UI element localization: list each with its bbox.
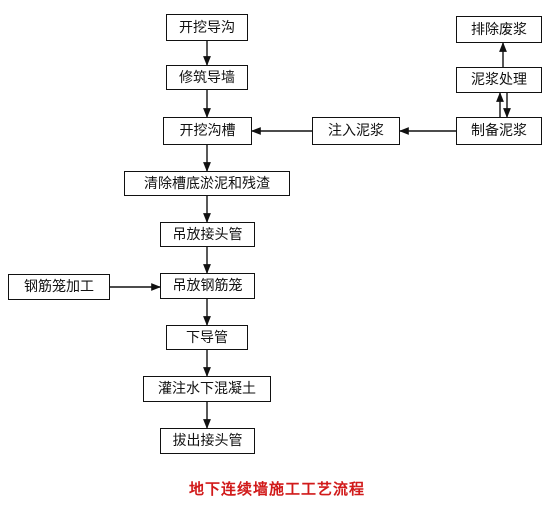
step-discharge-waste-slurry: 排除废浆	[456, 16, 542, 43]
step-excavate-guide-trench: 开挖导沟	[166, 14, 248, 41]
step-inject-slurry: 注入泥浆	[312, 117, 400, 145]
step-lower-rebar-cage: 吊放钢筋笼	[160, 273, 255, 299]
step-lower-joint-pipe: 吊放接头管	[160, 222, 255, 247]
step-rebar-cage-fabrication: 钢筋笼加工	[8, 274, 110, 300]
step-clean-trench-bottom: 清除槽底淤泥和残渣	[124, 171, 290, 196]
step-build-guide-wall: 修筑导墙	[166, 65, 248, 90]
figure-caption: 地下连续墙施工工艺流程	[188, 480, 365, 498]
step-slurry-treatment: 泥浆处理	[456, 67, 542, 93]
step-excavate-trench: 开挖沟槽	[163, 117, 252, 145]
step-prepare-slurry: 制备泥浆	[456, 117, 542, 145]
step-extract-joint-pipe: 拔出接头管	[160, 428, 255, 454]
step-pour-underwater-concrete: 灌注水下混凝土	[143, 376, 271, 402]
step-lower-tremie-pipe: 下导管	[166, 325, 248, 350]
